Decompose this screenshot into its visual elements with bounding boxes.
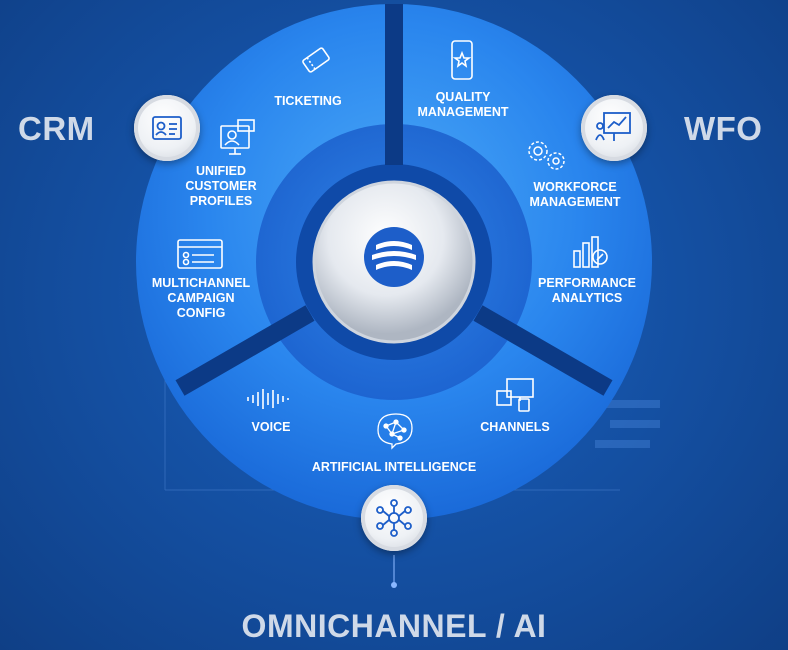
heading-omnichannel-ai: OMNICHANNEL / AI [241, 608, 547, 644]
profile-screen-icon [220, 119, 255, 155]
brand-logo-icon [364, 227, 424, 287]
gears-icon [528, 141, 565, 170]
brain-network-icon [377, 413, 413, 450]
crm-badge [134, 95, 200, 161]
label-unified-profiles: UNIFIED CUSTOMER PROFILES [185, 164, 257, 208]
bar-chart-arrow-icon [573, 236, 608, 268]
ticket-icon [302, 47, 330, 73]
label-performance-analytics: PERFORMANCE ANALYTICS [538, 276, 636, 305]
omni-badge [361, 485, 427, 551]
label-channels: CHANNELS [480, 420, 550, 434]
label-campaign-config: MULTICHANNEL CAMPAIGN CONFIG [151, 276, 251, 320]
segment-dividers [175, 4, 613, 396]
label-ticketing: TICKETING [274, 94, 342, 108]
label-voice: VOICE [251, 420, 291, 434]
wfo-badge [581, 95, 647, 161]
label-workforce-management: WORKFORCE MANAGEMENT [529, 180, 621, 209]
label-artificial-intelligence: ARTIFICIAL INTELLIGENCE [311, 460, 477, 474]
label-quality-management: QUALITY MANAGEMENT [417, 90, 509, 119]
mobile-star-icon [451, 40, 473, 80]
campaign-card-icon [177, 239, 223, 269]
heading-wfo: WFO [684, 110, 763, 147]
brand-logo-stripes [372, 241, 416, 270]
presentation-chart-icon [595, 112, 631, 141]
sound-wave-icon [247, 389, 289, 409]
heading-crm: CRM [18, 110, 95, 147]
network-hub-icon [376, 499, 412, 537]
devices-icon [496, 378, 534, 412]
profile-card-icon [152, 116, 182, 140]
